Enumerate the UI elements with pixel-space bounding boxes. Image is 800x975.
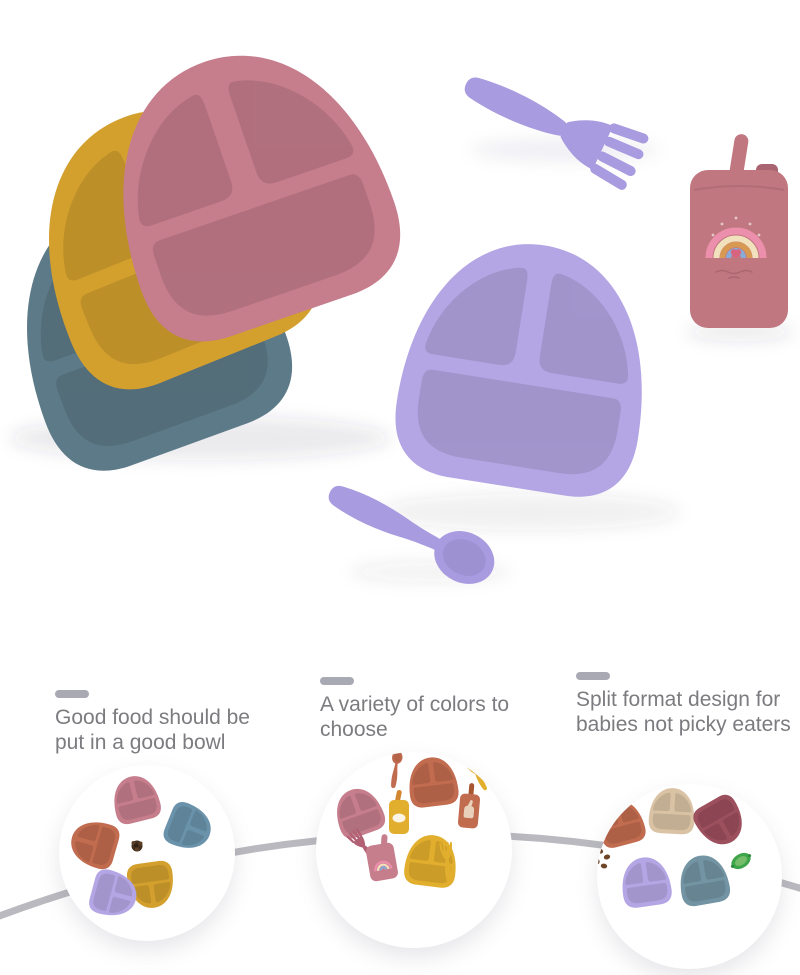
feature-title: A variety of colors to choose (320, 693, 510, 741)
heart-icon (730, 249, 742, 259)
mini-beige-plate (648, 786, 697, 835)
pink-sippy-cup (690, 134, 788, 328)
lilac-baby-fork (452, 55, 653, 193)
mini-pink-pouch (366, 834, 398, 882)
feature-column-2: A variety of colors to choose (320, 677, 548, 742)
mini-blue-plate (160, 798, 218, 857)
mini-terracotta-plate (405, 754, 461, 809)
mini-slate-plate (675, 851, 733, 909)
berry-icon (131, 840, 143, 852)
mini-lilac-plate (618, 854, 674, 910)
cup-straw (729, 134, 749, 178)
feature-image-plates-snacks-circle (597, 784, 782, 969)
feature-image-plates-circle (59, 765, 235, 941)
feature-column-1: Good food should be put in a good bowl (55, 690, 250, 755)
feature-dash (55, 690, 89, 698)
feature-image-full-set-circle (316, 752, 512, 948)
lilac-plate (386, 226, 666, 506)
mini-terracotta-plate (65, 815, 123, 872)
feature-dash (320, 677, 354, 685)
coffee-beans-icon (597, 848, 611, 869)
mini-rose-plate (108, 771, 164, 827)
feature-title: Split format design for babies not picky… (576, 688, 791, 736)
mini-yellow-fork-top (463, 757, 491, 793)
mini-yellow-cup (389, 789, 409, 834)
lime-icon (730, 852, 752, 870)
feature-column-3: Split format design for babies not picky… (576, 672, 794, 737)
feature-title: Good food should be put in a good bowl (55, 706, 250, 754)
rainbow-icon (705, 216, 767, 279)
mini-terracotta-spoon (387, 752, 404, 789)
hero-product-photo (0, 18, 794, 594)
mini-orange-cup (457, 783, 481, 829)
mini-yellow-plate (402, 832, 460, 890)
mini-maroon-plate (689, 790, 752, 854)
feature-dash (576, 672, 610, 680)
